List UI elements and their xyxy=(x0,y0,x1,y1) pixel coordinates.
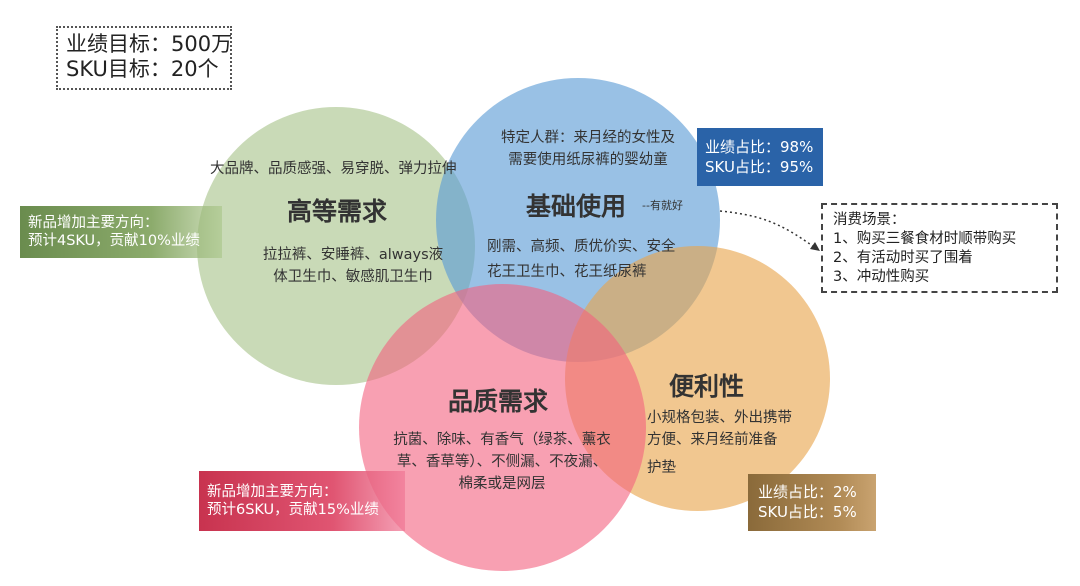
convenience-ratio-box: 业绩占比：2% SKU占比：5% xyxy=(748,474,876,531)
basic-title: 基础使用 xyxy=(526,192,627,221)
basic-audience: 特定人群：来月经的女性及 需要使用纸尿裤的婴幼童 xyxy=(501,130,675,168)
convenience-attributes: 小规格包装、外出携带 方便、来月经前准备 护垫 xyxy=(647,410,792,476)
scenario-arrow xyxy=(719,210,820,251)
premium-title: 高等需求 xyxy=(287,197,388,226)
quality-title: 品质需求 xyxy=(448,387,549,416)
basic-ratio-box: 业绩占比：98% SKU占比：95% xyxy=(697,128,823,186)
scenario-item: 1、购买三餐食材时顺带购买 xyxy=(833,231,1017,247)
scenario-item: 2、有活动时买了围着 xyxy=(833,250,973,266)
sku-target: SKU目标：20个 xyxy=(66,57,219,81)
quality-circle xyxy=(359,284,646,571)
scenario-item: 3、冲动性购买 xyxy=(833,269,930,285)
premium-products: 拉拉裤、安睡裤、always液 体卫生巾、敏感肌卫生巾 xyxy=(262,247,444,285)
revenue-target: 业绩目标：500万 xyxy=(66,32,233,56)
quality-new-callout: 新品增加主要方向： 预计6SKU，贡献15%业绩 xyxy=(199,471,405,531)
scenario-box: 消费场景： 1、购买三餐食材时顺带购买 2、有活动时买了围着 3、冲动性购买 xyxy=(821,203,1058,293)
targets-box: 业绩目标：500万 SKU目标：20个 xyxy=(56,26,232,90)
premium-new-callout: 新品增加主要方向： 预计4SKU，贡献10%业绩 xyxy=(20,206,222,258)
basic-products: 花王卫生巾、花王纸尿裤 xyxy=(487,264,647,280)
quality-attributes: 抗菌、除味、有香气（绿茶、薰衣 草、香草等）、不侧漏、不夜漏、 棉柔或是网层 xyxy=(393,432,611,492)
basic-attributes: 刚需、高频、质优价实、安全 xyxy=(487,239,676,255)
scenario-title: 消费场景： xyxy=(833,212,906,228)
convenience-title: 便利性 xyxy=(669,372,745,401)
basic-title-note: --有就好 xyxy=(642,199,683,212)
premium-attributes: 大品牌、品质感强、易穿脱、弹力拉伸 xyxy=(210,161,457,177)
